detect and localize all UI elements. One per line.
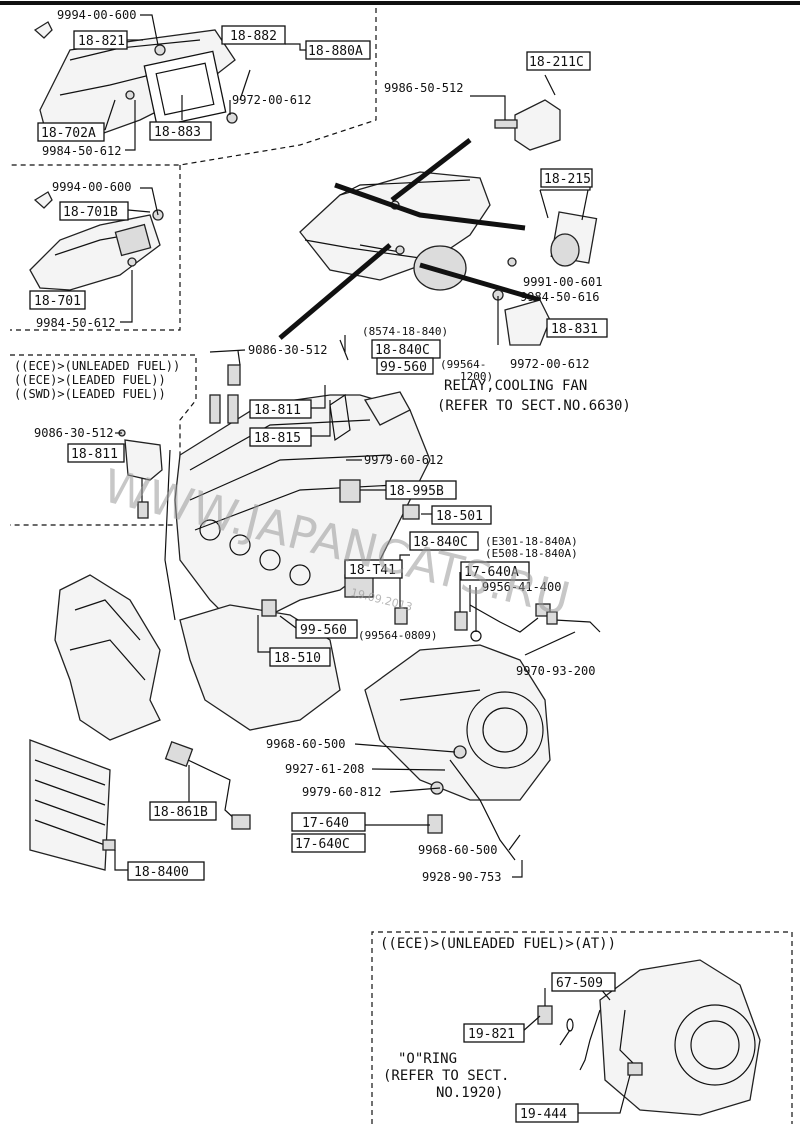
part-number: (E301-18-840A)	[485, 535, 578, 548]
part-number: 9972-00-612	[232, 93, 311, 107]
part-number: 9927-61-208	[285, 762, 364, 776]
component-18-215	[539, 189, 598, 267]
part-label-18-840C-mid: 18-840C	[413, 535, 468, 550]
part-label-18-995B: 18-995B	[389, 484, 444, 499]
part-number: (99564-	[440, 358, 486, 371]
part-number: 9994-00-600	[57, 8, 136, 22]
part-number: 1200)	[460, 370, 493, 383]
oring-note-1: "O"RING	[398, 1051, 457, 1067]
part-label-18-815: 18-815	[254, 431, 301, 446]
relay-note-reference: (REFER TO SECT.NO.6630)	[437, 398, 631, 414]
part-number: 9979-60-612	[364, 453, 443, 467]
boxed-part-labels: 18-821 18-882 18-880A 18-702A 18-883 18-…	[29, 25, 616, 1123]
section-border-top-left	[10, 8, 377, 166]
part-number: 9956-41-400	[482, 580, 561, 594]
radiator-illustration	[29, 739, 116, 871]
part-label-18-840C-top: 18-840C	[375, 343, 430, 358]
fuel-note-3: ((SWD)>(LEADED FUEL))	[14, 387, 166, 401]
ignition-coil-left	[118, 429, 163, 519]
notes: ((ECE)>(UNLEADED FUEL)) ((ECE)>(LEADED F…	[14, 359, 631, 1101]
exhaust-manifold-illustration	[54, 574, 161, 741]
part-number: 9928-90-753	[422, 870, 501, 884]
component-18-831	[492, 257, 551, 346]
part-number: 9086-30-512	[34, 426, 113, 440]
part-number: 9968-60-500	[418, 843, 497, 857]
part-number: 9984-50-616	[520, 290, 599, 304]
part-label-18-811-left: 18-811	[71, 447, 118, 462]
part-number: 9984-50-612	[36, 316, 115, 330]
part-label-18-702A: 18-702A	[41, 126, 96, 141]
part-label-18-501: 18-501	[436, 509, 483, 524]
fuel-note-1: ((ECE)>(UNLEADED FUEL))	[14, 359, 180, 373]
part-label-18-821: 18-821	[78, 34, 125, 49]
part-label-18-701: 18-701	[34, 294, 81, 309]
part-number: 9984-50-612	[42, 144, 121, 158]
car-front-illustration	[278, 138, 541, 340]
component-18-211C	[494, 74, 561, 151]
relay-note-title: RELAY,COOLING FAN	[444, 378, 587, 394]
part-label-18-211C: 18-211C	[529, 55, 584, 70]
part-label-18-510: 18-510	[274, 651, 321, 666]
part-number: 9972-00-612	[510, 357, 589, 371]
part-number-labels: 9994-00-600 9972-00-612 9984-50-612 9986…	[34, 8, 602, 884]
part-label-18-701B: 18-701B	[63, 205, 118, 220]
bracket-assembly-mid	[29, 191, 164, 291]
part-number: 9991-00-601	[523, 275, 602, 289]
part-label-18-T41: 18-T41	[349, 563, 396, 578]
part-number: (99564-0809)	[358, 629, 437, 642]
part-number: 9086-30-512	[248, 343, 327, 357]
watermark-date-stamp: 19.09.2013	[349, 586, 413, 614]
part-label-19-444: 19-444	[520, 1107, 567, 1122]
section-border-mid-left	[10, 165, 181, 331]
part-label-17-640A: 17-640A	[464, 565, 519, 580]
oring-note-3: NO.1920)	[436, 1085, 503, 1101]
inset-transmission-illustration	[537, 959, 761, 1116]
section-border-fuel	[10, 354, 197, 526]
part-label-19-821: 19-821	[468, 1027, 515, 1042]
sensor-cables	[261, 574, 601, 642]
part-label-18-861B: 18-861B	[153, 805, 208, 820]
part-label-67-509: 67-509	[556, 976, 603, 991]
sensor-18-861B	[164, 740, 251, 830]
fuel-note-2: ((ECE)>(LEADED FUEL))	[14, 373, 166, 387]
part-number: 9970-93-200	[516, 664, 595, 678]
part-label-99-560-mid: 99-560	[300, 623, 347, 638]
leader-lines	[104, 14, 631, 1114]
oring-note-2: (REFER TO SECT.	[383, 1068, 509, 1084]
inset-title: ((ECE)>(UNLEADED FUEL)>(AT))	[380, 936, 616, 952]
part-label-99-560-top: 99-560	[380, 360, 427, 375]
part-number: 9979-60-812	[302, 785, 381, 799]
part-label-18-880A: 18-880A	[308, 44, 363, 59]
part-label-18-215: 18-215	[544, 172, 591, 187]
part-number: 9994-00-600	[52, 180, 131, 194]
part-label-17-640C: 17-640C	[295, 837, 350, 852]
part-label-18-882: 18-882	[230, 29, 277, 44]
part-number: 9986-50-512	[384, 81, 463, 95]
transmission-illustration	[364, 644, 551, 861]
part-label-18-8400: 18-8400	[134, 865, 189, 880]
part-label-18-883: 18-883	[154, 125, 201, 140]
part-number: (E508-18-840A)	[485, 547, 578, 560]
part-label-18-811-engine: 18-811	[254, 403, 301, 418]
part-label-18-831: 18-831	[551, 322, 598, 337]
part-label-17-640: 17-640	[302, 816, 349, 831]
part-number: (8574-18-840)	[362, 325, 448, 338]
part-number: 9968-60-500	[266, 737, 345, 751]
